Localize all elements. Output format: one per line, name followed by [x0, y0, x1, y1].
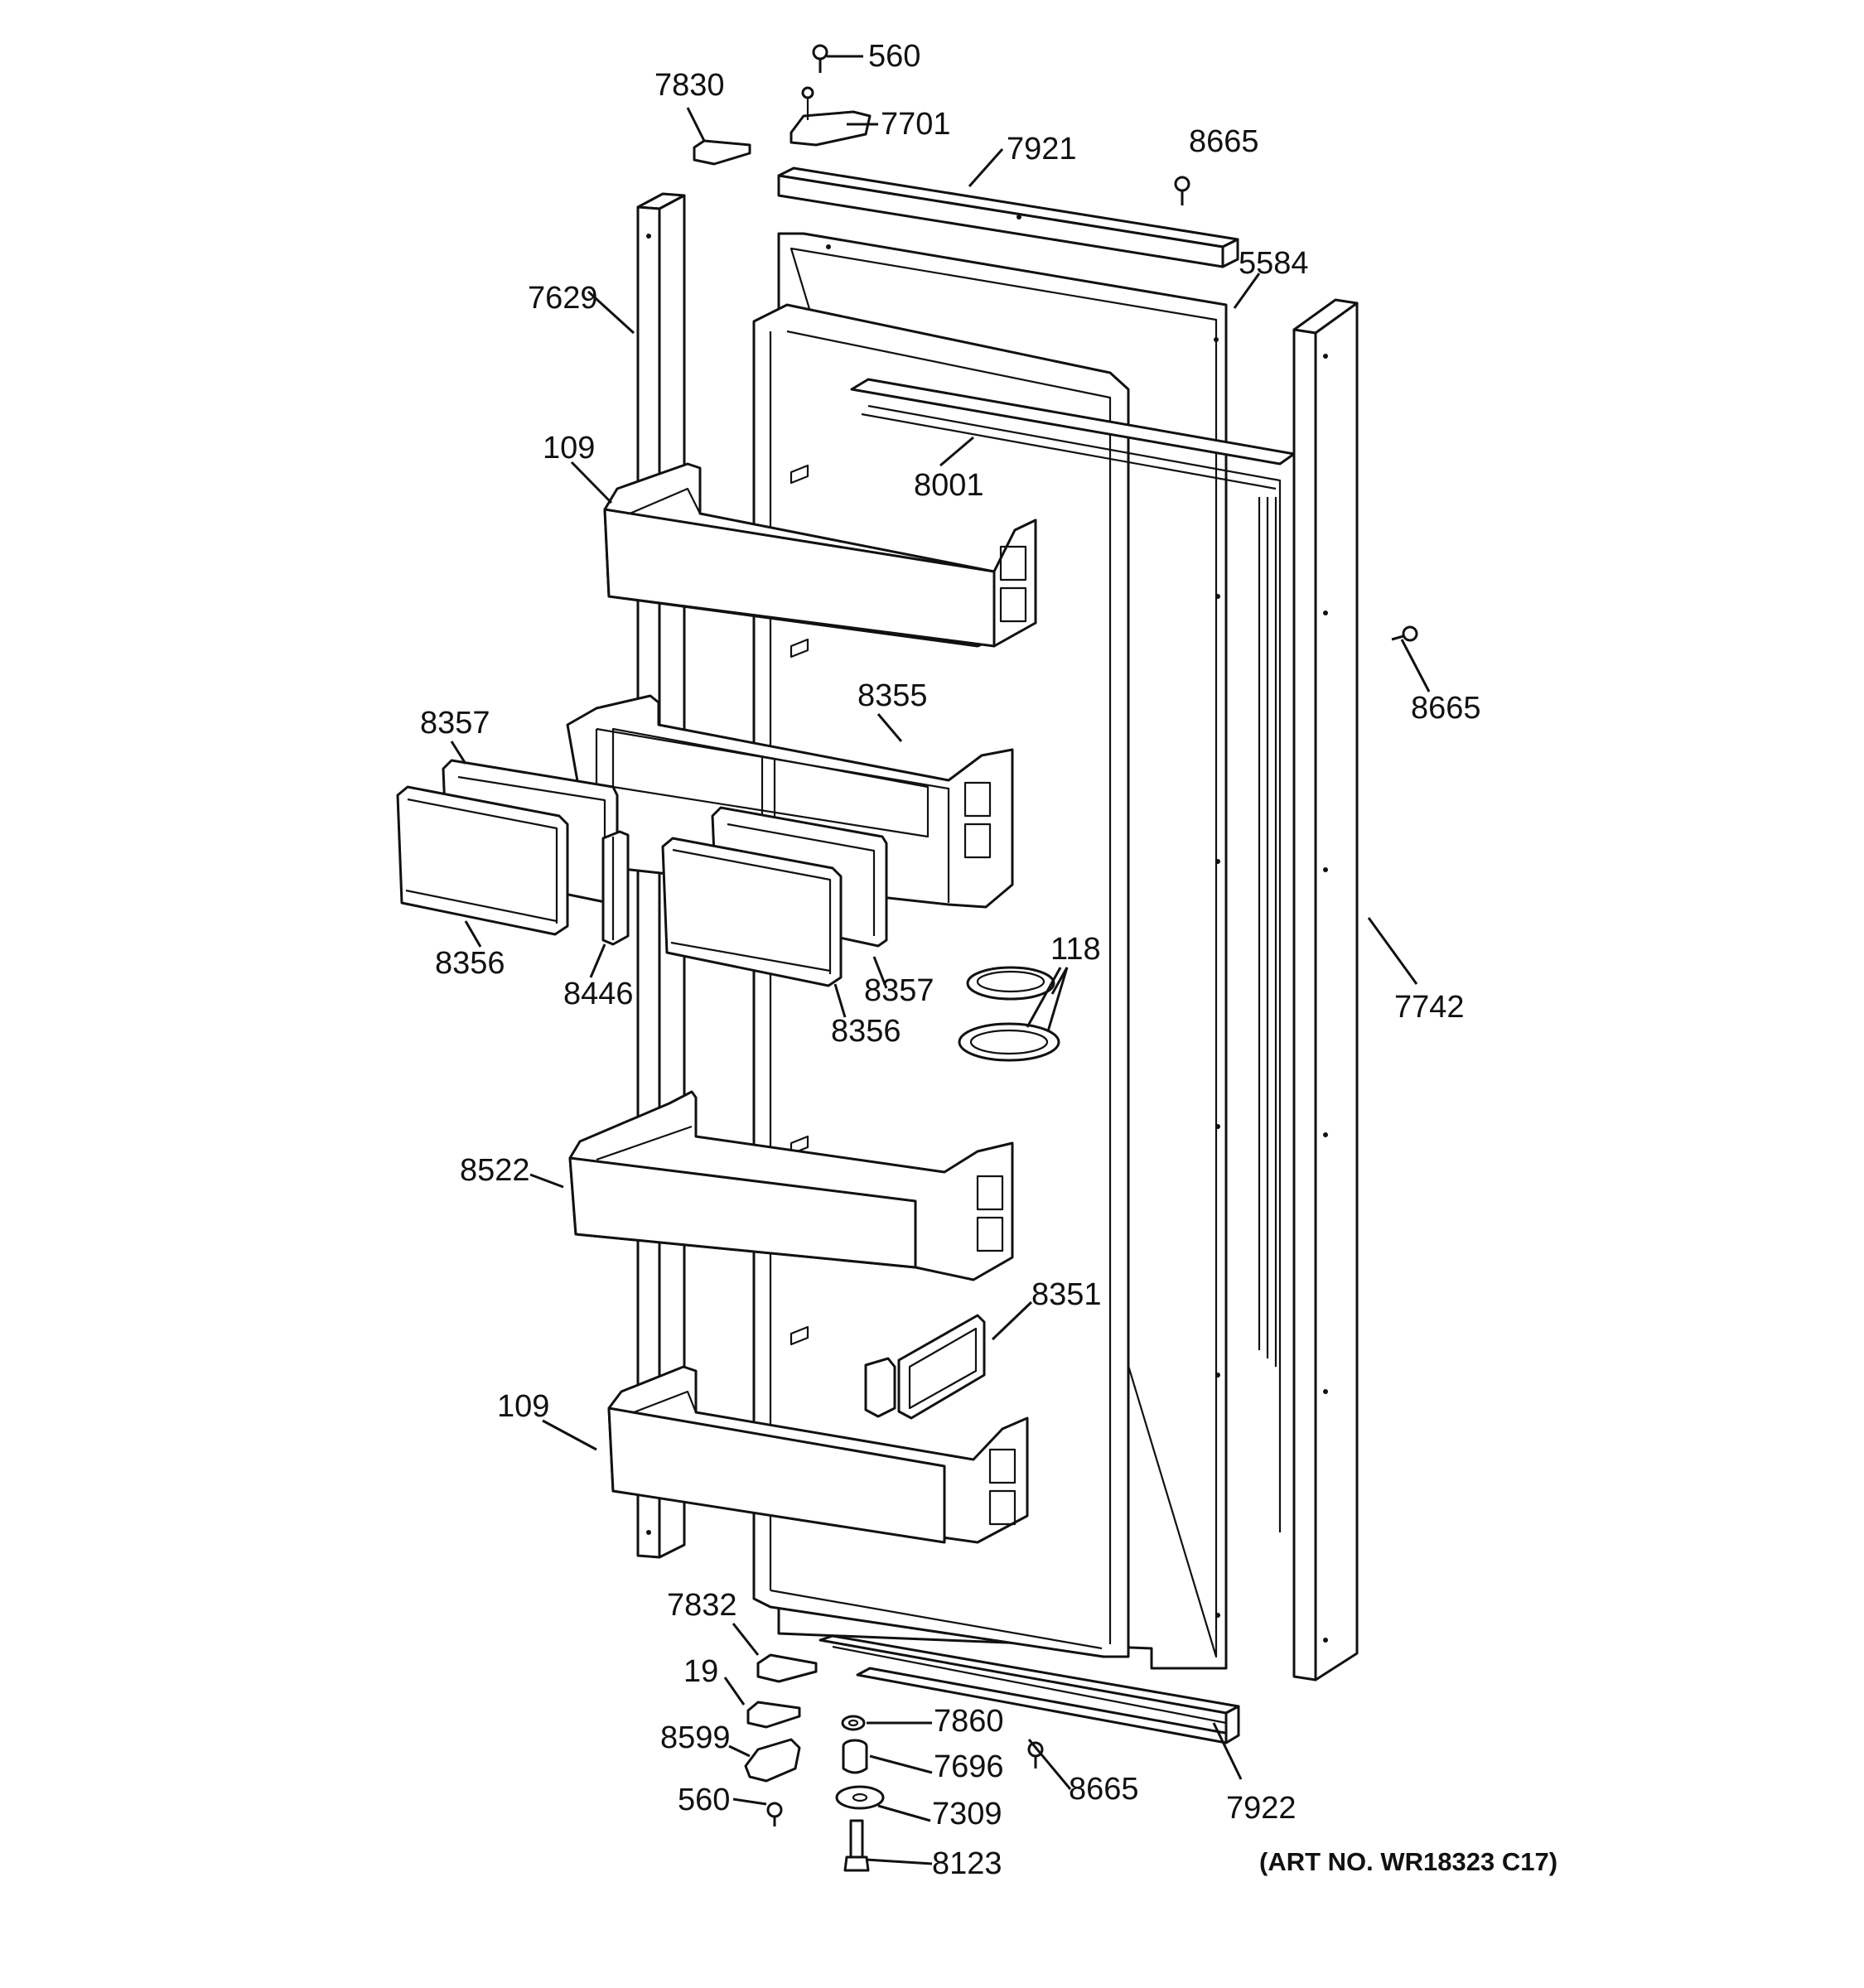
- dairy-hinge-post: [601, 830, 630, 946]
- callout-8357-left: 8357: [420, 706, 490, 741]
- callout-560-bottom: 560: [678, 1783, 730, 1817]
- callout-7696: 7696: [934, 1749, 1004, 1784]
- bottom-hinge-shim: [756, 1653, 818, 1683]
- washer-7309: [835, 1785, 885, 1810]
- callout-labels: 560 7830 7701 7921 8665 5584 7629 109 80…: [420, 39, 1557, 1881]
- callout-8522: 8522: [460, 1153, 530, 1188]
- bottom-hinge: [744, 1738, 801, 1783]
- callout-5584: 5584: [1239, 246, 1309, 281]
- callout-8665-bottom: 8665: [1069, 1772, 1139, 1807]
- bolt-8123: [843, 1819, 870, 1872]
- door-top-cap: [777, 166, 1239, 268]
- callout-7309: 7309: [932, 1797, 1002, 1831]
- callout-8446: 8446: [563, 977, 634, 1011]
- callout-7860: 7860: [934, 1704, 1004, 1739]
- callout-8356-right: 8356: [831, 1014, 901, 1049]
- callout-7922: 7922: [1226, 1791, 1297, 1826]
- callout-7701: 7701: [881, 107, 951, 142]
- callout-8355: 8355: [857, 678, 928, 713]
- callout-8351: 8351: [1031, 1277, 1102, 1312]
- small-gate-bin: [864, 1314, 986, 1420]
- callout-8356-left: 8356: [435, 946, 505, 981]
- door-gasket: [850, 378, 1296, 1532]
- art-number: (ART NO. WR18323 C17): [1259, 1847, 1557, 1876]
- callout-7742: 7742: [1394, 990, 1465, 1025]
- callout-109-top: 109: [543, 431, 595, 466]
- door-bottom-cap: [819, 1634, 1240, 1744]
- callout-109-bottom: 109: [497, 1389, 549, 1424]
- washer-7860: [841, 1715, 866, 1731]
- door-bin-top: [603, 462, 1037, 648]
- callout-118: 118: [1050, 932, 1101, 967]
- oval-cover: [966, 966, 1055, 1001]
- door-bin-bottom: [607, 1365, 1029, 1544]
- callout-19: 19: [683, 1654, 718, 1689]
- door-bin-middle: [568, 1090, 1014, 1281]
- callout-7629: 7629: [528, 281, 598, 316]
- callout-8001: 8001: [914, 468, 984, 503]
- door-liner: [752, 303, 1130, 1658]
- callout-560-top: 560: [868, 39, 920, 74]
- bushing-7696: [842, 1739, 868, 1774]
- callout-8665-top: 8665: [1189, 124, 1259, 159]
- screw-hinge-bottom: [766, 1802, 783, 1826]
- callout-7832: 7832: [667, 1588, 737, 1623]
- oval-gasket: [958, 1022, 1060, 1062]
- bottom-hinge-plate: [746, 1701, 801, 1729]
- callout-7830: 7830: [654, 68, 725, 103]
- right-door-trim: [1292, 298, 1359, 1682]
- top-hinge-shim: [693, 139, 751, 166]
- screw-top-right: [1174, 176, 1190, 205]
- callout-8357-right: 8357: [864, 973, 934, 1008]
- dairy-door-right: [661, 837, 843, 987]
- top-screw: [812, 44, 828, 73]
- leader-lines: [450, 55, 1431, 1865]
- callout-8599: 8599: [660, 1720, 731, 1755]
- callout-7921: 7921: [1007, 132, 1077, 166]
- screw-right: [1391, 625, 1418, 642]
- top-hinge: [790, 86, 872, 147]
- dairy-door-left: [396, 785, 569, 936]
- callout-8123: 8123: [932, 1846, 1002, 1881]
- callout-8665-right: 8665: [1411, 691, 1481, 726]
